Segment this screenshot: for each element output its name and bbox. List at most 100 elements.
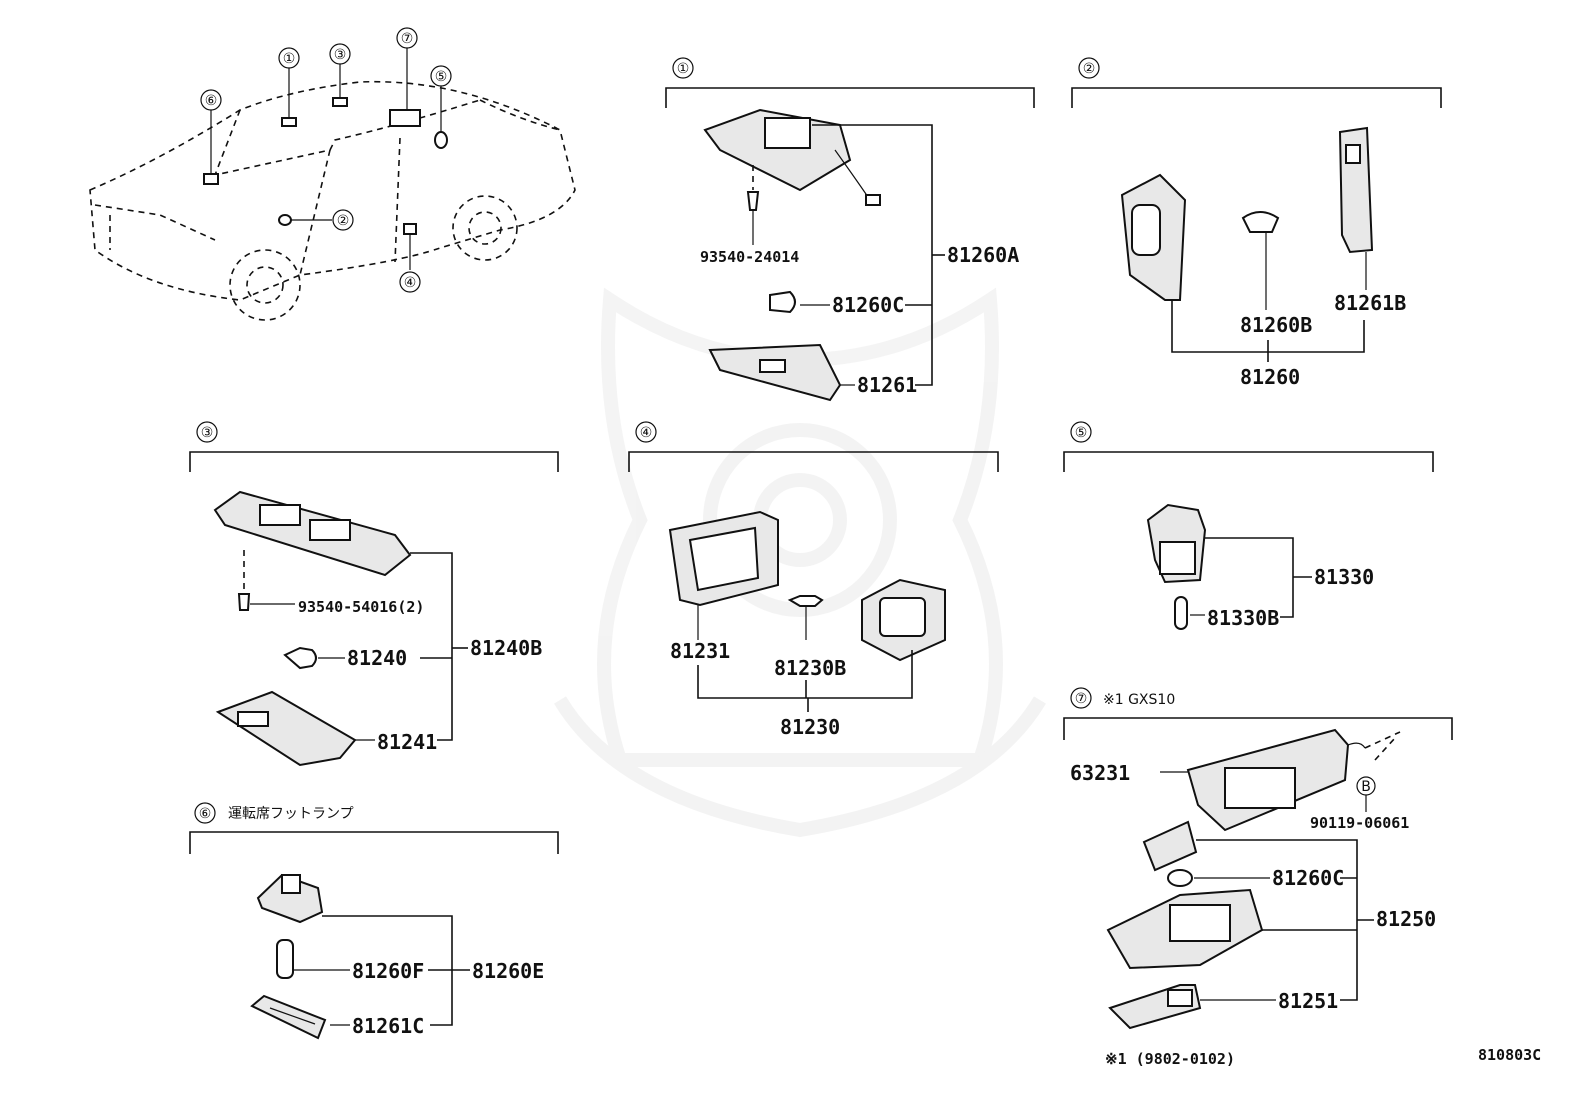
lens-81261b [1338,126,1374,254]
section-7-number: ⑦ [1070,687,1092,709]
bracket-clip [1142,820,1198,872]
section-4-bracket [628,451,999,472]
part-81241[interactable]: 81241 [377,730,437,754]
part-93540-24014[interactable]: 93540-24014 [700,248,799,266]
screw-93540-24014 [746,165,760,245]
bulb-81260f [276,939,294,979]
lens-81261 [708,343,842,402]
part-81260b[interactable]: 81260B [1240,313,1312,337]
section-5: ⑤ 81330B 81330 [1063,421,1434,630]
bulb-81260b [1241,211,1280,233]
svg-text:⑤: ⑤ [1075,425,1088,441]
part-81231[interactable]: 81231 [670,639,730,663]
marker-b: B [1356,776,1376,812]
overview-callout-2[interactable]: ② [332,209,354,231]
part-81260a[interactable]: 81260A [947,243,1019,267]
svg-text:①: ① [677,61,690,77]
door-lamp-housing [1120,173,1187,301]
overview-callout-7[interactable]: ⑦ [396,27,418,49]
dome-lamp-assembly [703,108,881,206]
section-2-number: ② [1078,57,1100,79]
part-81330[interactable]: 81330 [1314,565,1374,589]
svg-text:④: ④ [404,275,417,291]
footlamp-socket [256,873,324,924]
part-81260[interactable]: 81260 [1240,365,1300,389]
vehicle-overview: ① ③ ⑦ ⑤ ⑥ ② ④ [89,27,576,321]
part-81260c-s7[interactable]: 81260C [1272,866,1344,890]
lens-81231 [668,510,779,607]
part-93540-54016-2[interactable]: 93540-54016(2) [298,598,424,616]
part-81230[interactable]: 81230 [780,715,840,739]
section-5-number: ⑤ [1070,421,1092,443]
cover-63231 [1186,728,1401,832]
part-81230b[interactable]: 81230B [774,656,846,680]
svg-text:⑥: ⑥ [199,806,212,822]
section-7: ⑦ ※1 GXS10 63231 B 90119-06061 81260C [1063,687,1453,1030]
section-3-bracket [189,451,559,472]
overview-callout-1[interactable]: ① [278,47,300,69]
part-81260c[interactable]: 81260C [832,293,904,317]
part-81330b[interactable]: 81330B [1207,606,1279,630]
part-81261[interactable]: 81261 [857,373,917,397]
lamp-mark-2 [278,214,292,226]
housing-81230 [861,578,946,662]
footnote: ※1 (9802-0102) [1105,1050,1235,1068]
lamp-mark-5 [434,131,448,149]
bulb-81230b [787,595,824,607]
svg-text:④: ④ [640,425,653,441]
section-2: ② 81260B 81261B 81260 [1071,57,1442,389]
section-1-bracket [665,87,1035,108]
section-1-number: ① [672,57,694,79]
part-81260f[interactable]: 81260F [352,959,424,983]
section-6-number: ⑥ [194,802,216,824]
section-4: ④ 81231 81230B 81230 [628,421,999,739]
lamp-mark-7 [389,109,421,127]
overview-callout-6[interactable]: ⑥ [200,89,222,111]
part-81260e[interactable]: 81260E [472,959,544,983]
section-2-bracket [1071,87,1442,108]
map-lamp-housing [213,490,412,577]
svg-text:③: ③ [201,425,214,441]
part-63231[interactable]: 63231 [1070,761,1130,785]
section-3-number: ③ [196,421,218,443]
lamp-mark-6 [203,173,219,185]
lens-81261c [250,994,327,1040]
svg-text:①: ① [283,51,296,67]
diagram-code: 810803C [1478,1046,1541,1064]
part-81261b[interactable]: 81261B [1334,291,1406,315]
bulb-81330b [1174,596,1188,630]
svg-text:②: ② [1083,61,1096,77]
part-81240b[interactable]: 81240 [347,646,407,670]
overview-callout-5[interactable]: ⑤ [430,65,452,87]
section-6: ⑥ 運転席フットランプ 81260F 81261C 81260E [189,802,559,1040]
lamp-mark-1 [281,117,297,127]
overview-callout-3[interactable]: ③ [329,43,351,65]
part-81250[interactable]: 81250 [1376,907,1436,931]
section-4-number: ④ [635,421,657,443]
section-5-bracket [1063,451,1434,472]
section-6-title: 運転席フットランプ [228,806,354,822]
part-90119-06061[interactable]: 90119-06061 [1310,814,1409,832]
lamp-mark-3 [332,97,348,107]
svg-text:③: ③ [334,47,347,63]
svg-text:⑦: ⑦ [1075,691,1088,707]
lens-81251 [1108,984,1202,1030]
part-81251[interactable]: 81251 [1278,989,1338,1013]
svg-text:⑥: ⑥ [205,93,218,109]
section-6-bracket [189,831,559,854]
bulb-81240b [283,646,317,670]
lens-81241 [215,690,357,767]
bulb-81260c-s7 [1167,869,1193,887]
part-81240[interactable]: 81240B [470,636,542,660]
car-outline [89,80,576,321]
lamp-housing-81250 [1106,888,1264,970]
svg-text:⑤: ⑤ [435,69,448,85]
socket-81330 [1146,503,1207,584]
lamp-mark-4 [403,223,417,235]
section-7-title: ※1 GXS10 [1103,692,1175,708]
overview-callout-4[interactable]: ④ [399,271,421,293]
part-81261c[interactable]: 81261C [352,1014,424,1038]
bulb-81260c [769,290,796,314]
